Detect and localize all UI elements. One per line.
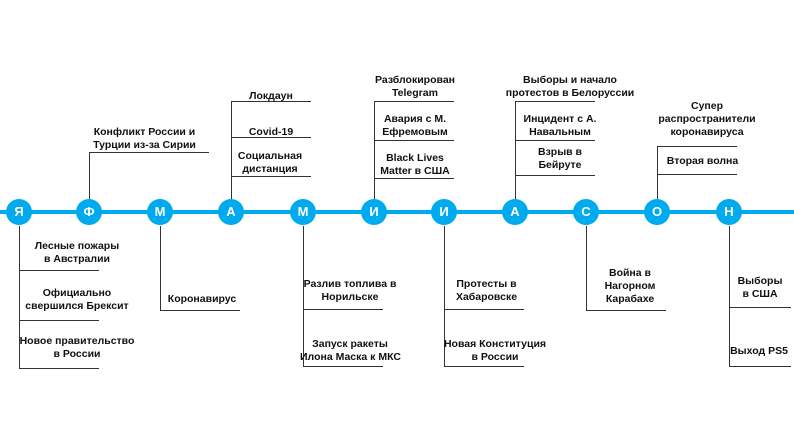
rule-nov-1 xyxy=(729,307,791,308)
connector-feb xyxy=(89,152,90,199)
rule-aug-3 xyxy=(515,175,595,176)
connector-apr xyxy=(231,101,232,199)
event-navalny: Инцидент с А.Навальным xyxy=(523,113,597,138)
connector-jun xyxy=(374,101,375,199)
rule-aug-1 xyxy=(515,101,595,102)
rule-feb-1 xyxy=(89,152,209,153)
rule-oct-1 xyxy=(657,146,737,147)
rule-mar-1 xyxy=(160,310,240,311)
connector-sep xyxy=(586,226,587,311)
rule-jun-3 xyxy=(374,178,454,179)
rule-jan-3 xyxy=(19,368,99,369)
month-circle-jun: И xyxy=(361,199,387,225)
connector-may xyxy=(303,226,304,366)
event-lockdown: Локдаун xyxy=(249,90,293,102)
timeline-axis xyxy=(0,210,794,214)
month-circle-aug: А xyxy=(502,199,528,225)
connector-jan xyxy=(19,226,20,368)
month-circle-jul: И xyxy=(431,199,457,225)
connector-oct xyxy=(657,146,658,199)
month-circle-may: М xyxy=(290,199,316,225)
rule-jan-2 xyxy=(19,320,99,321)
connector-aug xyxy=(515,101,516,199)
month-circle-mar: М xyxy=(147,199,173,225)
month-circle-oct: О xyxy=(644,199,670,225)
month-circle-jan: Я xyxy=(6,199,32,225)
month-circle-apr: А xyxy=(218,199,244,225)
rule-jun-2 xyxy=(374,140,454,141)
rule-jan-1 xyxy=(19,270,99,271)
rule-aug-2 xyxy=(515,140,595,141)
rule-apr-2 xyxy=(231,137,311,138)
rule-jun-1 xyxy=(374,101,454,102)
rule-sep-1 xyxy=(586,310,666,311)
rule-may-2 xyxy=(303,366,383,367)
rule-jul-1 xyxy=(444,309,524,310)
rule-apr-3 xyxy=(231,176,311,177)
connector-jul xyxy=(444,226,445,366)
event-ps5-release: Выход PS5 xyxy=(730,345,788,357)
event-second-wave: Вторая волна xyxy=(666,155,739,167)
month-circle-nov: Н xyxy=(716,199,742,225)
connector-mar xyxy=(160,226,161,311)
rule-oct-2 xyxy=(657,174,737,175)
rule-nov-2 xyxy=(729,366,791,367)
event-coronavirus: Коронавирус xyxy=(167,293,237,305)
event-efremov-crash: Авария с М.Ефремовым xyxy=(382,113,448,138)
month-circle-feb: Ф xyxy=(76,199,102,225)
rule-apr-1 xyxy=(231,101,311,102)
connector-nov xyxy=(729,226,730,367)
rule-jul-2 xyxy=(444,366,524,367)
event-covid19: Covid-19 xyxy=(248,126,294,138)
month-circle-sep: С xyxy=(573,199,599,225)
rule-may-1 xyxy=(303,309,383,310)
